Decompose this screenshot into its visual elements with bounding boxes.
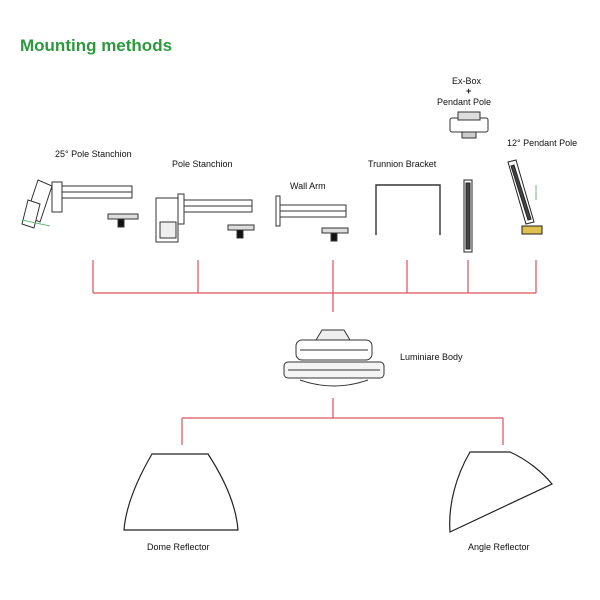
trunnion-bracket-icon [375, 184, 441, 235]
pole-stanchion-icon [155, 193, 255, 243]
angle-reflector-icon [449, 451, 553, 533]
label-ex-box-plus: + [466, 86, 472, 96]
pendant-pole-icon [463, 179, 473, 253]
luminaire-body-icon [283, 329, 385, 387]
label-trunnion-bracket: Trunnion Bracket [368, 159, 437, 169]
pendant-pole-12-icon [507, 159, 543, 235]
label-angle-reflector: Angle Reflector [468, 542, 530, 552]
label-12-pendant-pole: 12° Pendant Pole [507, 138, 578, 148]
page-title: Mounting methods [20, 36, 173, 55]
label-ex-box: Ex-Box [452, 76, 482, 86]
label-dome-reflector: Dome Reflector [147, 542, 210, 552]
pole-stanchion-25-icon [21, 179, 139, 229]
ex-box-icon [449, 111, 489, 139]
connector-lines [92, 260, 537, 445]
label-wall-arm: Wall Arm [290, 181, 326, 191]
label-25-pole-stanchion: 25° Pole Stanchion [55, 149, 132, 159]
label-pendant-pole: Pendant Pole [437, 97, 492, 107]
label-pole-stanchion: Pole Stanchion [172, 159, 233, 169]
wall-arm-icon [275, 195, 349, 242]
label-luminaire-body: Luminiare Body [400, 352, 463, 362]
dome-reflector-icon [123, 453, 239, 531]
